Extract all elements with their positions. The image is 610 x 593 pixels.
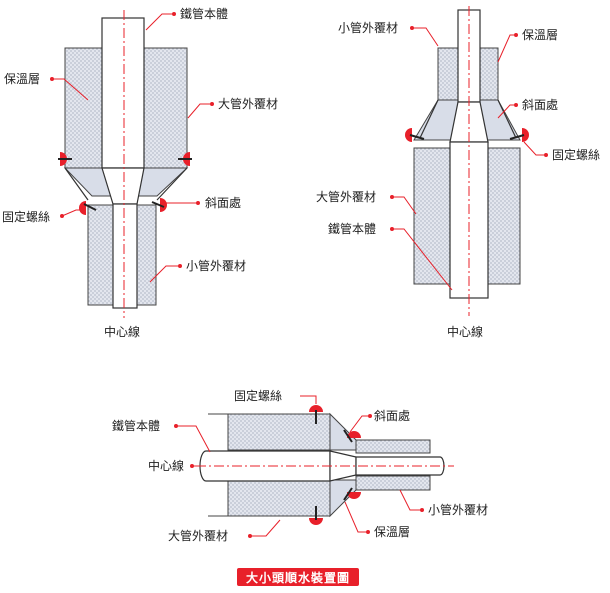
d1-screw-lower-left: [79, 201, 97, 215]
d1-screw-right: [178, 152, 192, 166]
d1-screw-lower-right: [151, 198, 167, 212]
diagram-1: 鐵管本體 保溫層 大管外覆材 斜面處 固定螺絲 小管外覆材 中心線: [2, 6, 278, 339]
d1-pipe-small: [112, 203, 138, 309]
d3-label-pipe-body: 鐵管本體: [112, 418, 160, 433]
d3-pipe-large: [199, 450, 331, 482]
d3-label-bevel: 斜面處: [374, 409, 410, 423]
d2-label-large-cover: 大管外覆材: [316, 189, 376, 204]
d2-label-center-line: 中心線: [447, 324, 483, 339]
d2-label-pipe-body: 鐵管本體: [328, 221, 376, 236]
d3-label-fixing-screw: 固定螺絲: [234, 388, 282, 403]
d1-label-fixing-screw: 固定螺絲: [2, 209, 50, 224]
d2-label-fixing-screw: 固定螺絲: [552, 147, 600, 162]
d3-screw-bevel-bottom: [343, 487, 361, 501]
d3-screw-bottom: [309, 506, 323, 525]
d1-label-bevel: 斜面處: [205, 196, 241, 210]
d3-small-insulation-top: [355, 439, 431, 454]
d1-screw-left: [58, 152, 72, 166]
caption-text: 大小頭順水裝置圖: [245, 570, 350, 585]
d3-label-large-cover: 大管外覆材: [168, 528, 228, 543]
d3-label-small-cover: 小管外覆材: [428, 502, 488, 517]
d1-label-center-line: 中心線: [104, 324, 140, 339]
d1-pipe-large: [101, 17, 145, 169]
d1-label-insulation: 保溫層: [4, 72, 40, 86]
d3-insulation-bottom: [227, 479, 331, 517]
d3-label-insulation: 保溫層: [374, 525, 410, 539]
d2-label-bevel: 斜面處: [522, 98, 558, 112]
d3-label-center-line: 中心線: [148, 458, 184, 473]
d2-screw-right: [509, 128, 529, 142]
d1-label-pipe-body: 鐵管本體: [180, 6, 228, 21]
diagram-3: 固定螺絲 斜面處 鐵管本體 中心線 小管外覆材 大管外覆材 保溫層: [112, 388, 488, 543]
d1-label-small-cover: 小管外覆材: [186, 258, 246, 273]
diagram-2: 小管外覆材 保溫層 斜面處 固定螺絲 大管外覆材 鐵管本體 中心線: [316, 6, 600, 339]
d3-small-insulation-bottom: [355, 475, 431, 491]
d2-label-small-cover: 小管外覆材: [338, 20, 398, 35]
d2-label-insulation: 保溫層: [522, 28, 558, 42]
d1-pipe-reducer: [101, 167, 145, 205]
d3-screw-bevel-top: [343, 429, 361, 443]
d2-pipe-large: [449, 141, 489, 299]
d1-label-large-cover: 大管外覆材: [218, 96, 278, 111]
caption-badge: 大小頭順水裝置圖: [237, 568, 359, 586]
d3-screw-top: [309, 405, 323, 424]
d3-insulation-top: [227, 413, 331, 451]
d2-screw-left: [405, 128, 425, 142]
